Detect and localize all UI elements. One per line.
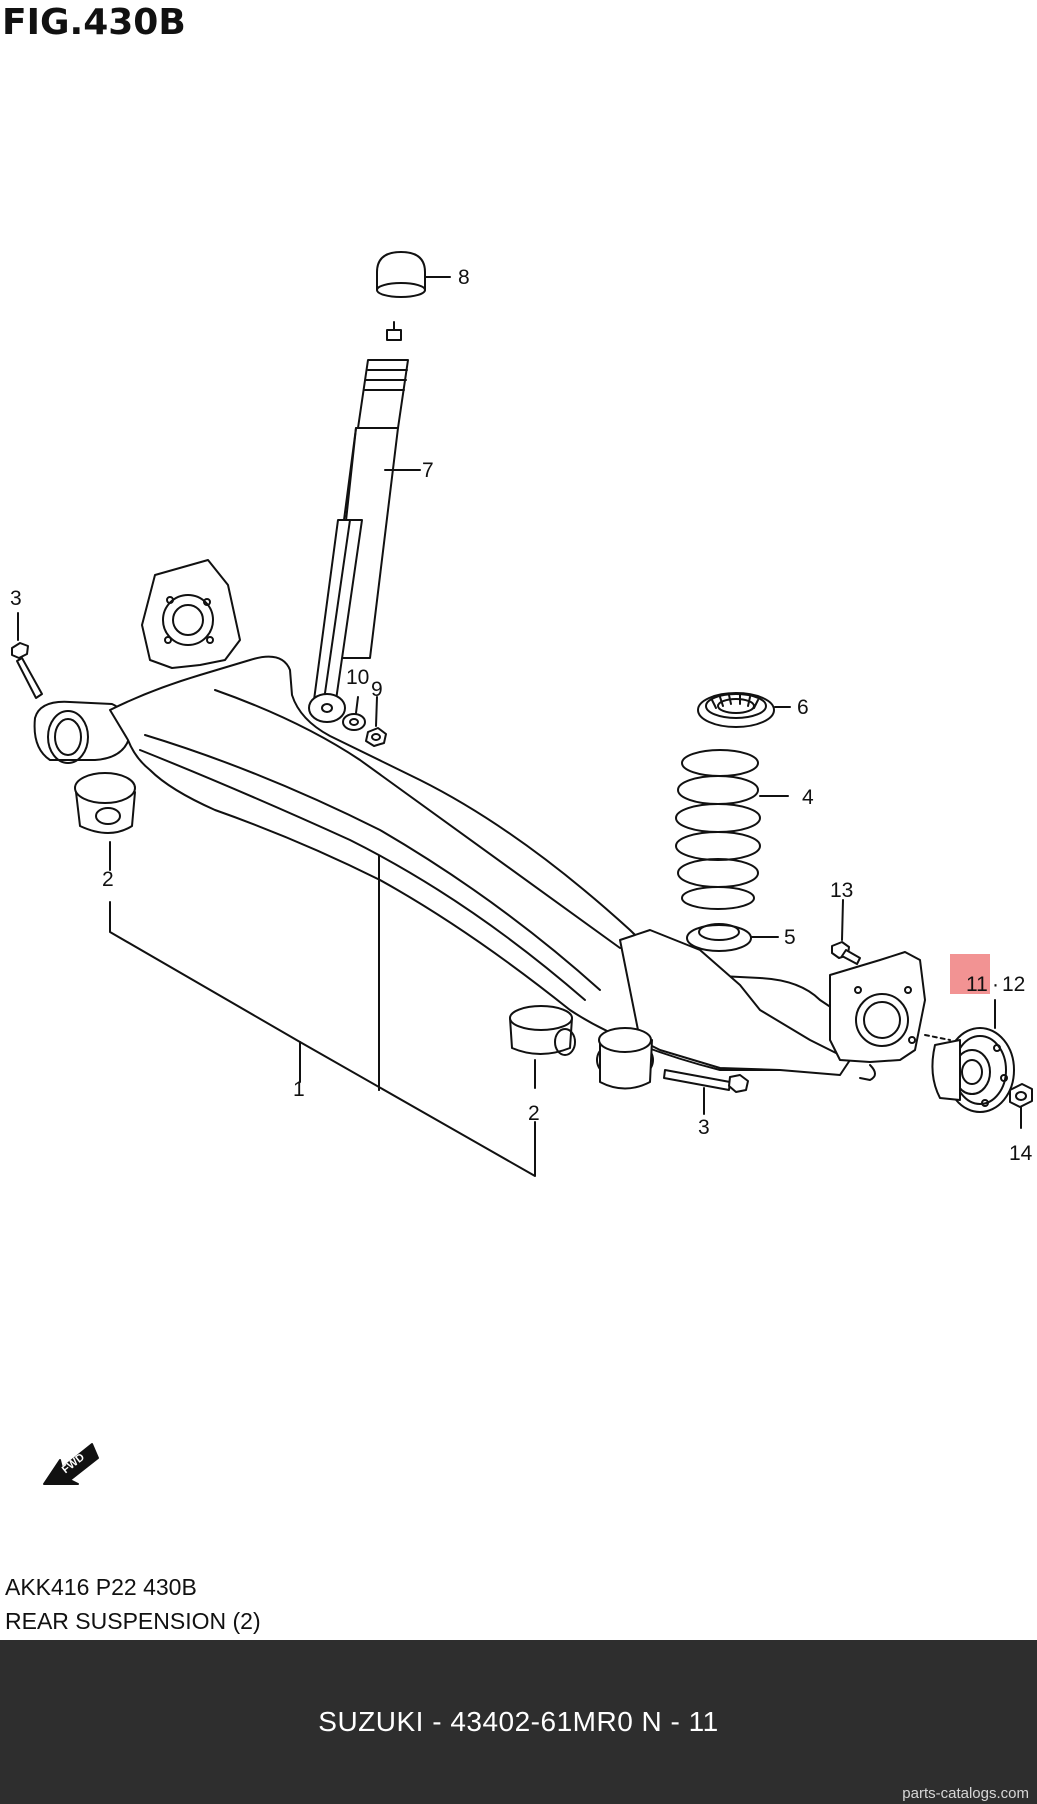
callout-11[interactable]: 11 <box>966 973 988 996</box>
part-number-footer: SUZUKI - 43402-61MR0 N - 11 <box>318 1706 719 1737</box>
footer-bar: SUZUKI - 43402-61MR0 N - 11 parts-catalo… <box>0 1640 1037 1804</box>
parts-diagram: 8 7 10 9 3 6 4 2 13 5 11 · 12 1 2 3 14 F… <box>10 251 1033 1485</box>
fwd-arrow-icon <box>43 1443 99 1485</box>
callout-13[interactable]: 13 <box>830 879 853 902</box>
callout-8[interactable]: 8 <box>458 266 470 289</box>
part-5-lower-spring-seat[interactable] <box>686 923 779 952</box>
part-11-wheel-hub[interactable] <box>924 999 1015 1113</box>
callout-10[interactable]: 10 <box>346 666 369 689</box>
callout-14[interactable]: 14 <box>1009 1142 1033 1165</box>
part-13-bolt[interactable] <box>831 899 861 965</box>
leader-lines <box>109 901 536 1177</box>
figure-name: REAR SUSPENSION (2) <box>5 1608 261 1634</box>
callout-12[interactable]: 12 <box>1002 973 1025 996</box>
highlight-box-11 <box>950 954 990 994</box>
part-3-bolt-left[interactable] <box>11 612 43 699</box>
part-7-shock-absorber[interactable] <box>308 321 421 723</box>
part-2-bushing-left[interactable] <box>74 772 136 871</box>
part-14-nut[interactable] <box>1009 1083 1033 1129</box>
callout-separator: · <box>992 973 999 996</box>
part-4-coil-spring[interactable] <box>675 749 789 910</box>
callout-6[interactable]: 6 <box>797 696 809 719</box>
figure-title: FIG.430B <box>2 2 186 43</box>
callout-4[interactable]: 4 <box>802 786 814 809</box>
part-3-bolt-right[interactable] <box>663 1069 749 1115</box>
callout-7[interactable]: 7 <box>422 459 434 482</box>
part-1-rear-axle-beam[interactable] <box>33 559 926 1091</box>
callout-2-left[interactable]: 2 <box>102 868 114 891</box>
part-9-nut[interactable] <box>365 696 387 747</box>
part-8-cap[interactable] <box>376 251 451 298</box>
callout-3-right[interactable]: 3 <box>698 1116 710 1139</box>
figure-code: AKK416 P22 430B <box>5 1574 197 1600</box>
callout-9[interactable]: 9 <box>371 678 383 701</box>
site-watermark[interactable]: parts-catalogs.com <box>902 1785 1029 1802</box>
callout-5[interactable]: 5 <box>784 926 796 949</box>
part-6-upper-spring-seat[interactable] <box>697 692 791 728</box>
part-10-washer[interactable] <box>342 696 366 731</box>
callout-3-left[interactable]: 3 <box>10 587 22 610</box>
callout-2-right[interactable]: 2 <box>528 1102 540 1125</box>
part-2-bushing-right[interactable] <box>509 1005 576 1089</box>
callout-1[interactable]: 1 <box>293 1078 305 1101</box>
